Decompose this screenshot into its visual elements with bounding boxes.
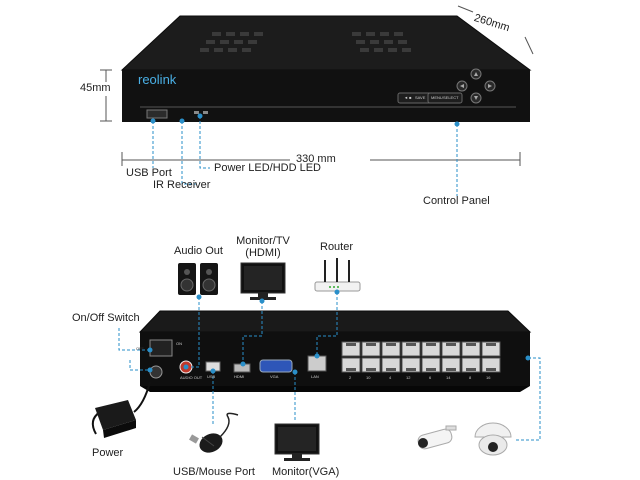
router-icon <box>314 258 361 292</box>
poe-number: 4 <box>389 375 392 380</box>
port-label-audio: AUDIO OUT <box>180 375 203 380</box>
callout-audio-out: Audio Out <box>174 245 223 257</box>
callout-ir-receiver: IR Receiver <box>153 179 211 191</box>
rear-power-switch <box>149 339 173 357</box>
power-adapter-icon <box>91 381 151 438</box>
panel-button-play-label: ◄ ■ <box>404 95 412 100</box>
panel-button-save-label: SAVE <box>415 95 426 100</box>
dimension-width: 330 mm <box>296 153 336 165</box>
callout-monitor-hdmi-line2: (HDMI) <box>245 247 281 259</box>
top-vents <box>200 32 411 52</box>
rear-leader-lines <box>118 292 541 441</box>
dome-camera-icon <box>474 422 512 456</box>
rear-vga-port <box>259 359 293 373</box>
brand-logo: reolink <box>138 72 177 87</box>
callout-router: Router <box>320 241 354 253</box>
callout-on-off-switch: On/Off Switch <box>72 312 140 324</box>
port-label-on: ON <box>176 341 182 346</box>
poe-number: 16 <box>486 375 491 380</box>
front-usb-port <box>146 109 168 119</box>
panel-button-menu-label: MENU <box>431 95 443 100</box>
callout-power-led: Power LED/HDD LED <box>214 162 321 174</box>
port-label-hdmi: HDMI <box>234 374 245 379</box>
front-led-1 <box>194 111 199 114</box>
usb-mouse-icon <box>189 412 239 453</box>
callout-usb-port: USB Port <box>126 167 172 179</box>
callout-usb-mouse-port: USB/Mouse Port <box>173 466 255 478</box>
poe-number: 12 <box>406 375 411 380</box>
port-label-usb: USB <box>207 374 216 379</box>
panel-button-select-label: SELECT <box>443 95 459 100</box>
poe-number: 6 <box>429 375 432 380</box>
poe-number: 14 <box>446 375 451 380</box>
port-label-lan: LAN <box>311 374 319 379</box>
poe-number: 8 <box>469 375 472 380</box>
monitor-hdmi-icon <box>240 262 286 300</box>
nvr-front-panel <box>122 70 530 122</box>
dimension-lines <box>100 5 534 166</box>
rear-power-jack <box>149 365 163 379</box>
callout-power: Power <box>92 447 124 459</box>
poe-number: 2 <box>349 375 352 380</box>
callout-monitor-vga: Monitor(VGA) <box>272 466 340 478</box>
top-leader-lines <box>152 116 458 196</box>
monitor-vga-icon <box>274 423 320 461</box>
nvr-top-surface <box>120 15 532 71</box>
front-led-2 <box>203 111 208 114</box>
poe-number: 10 <box>366 375 371 380</box>
bullet-camera-icon <box>417 425 457 450</box>
callout-monitor-hdmi-line1: Monitor/TV <box>236 235 290 247</box>
port-label-vga: VGA <box>270 374 279 379</box>
speakers-icon <box>178 263 218 295</box>
dimension-height: 45mm <box>80 82 111 94</box>
callout-control-panel: Control Panel <box>423 195 490 207</box>
front-button-menu <box>427 92 463 104</box>
port-label-off: OFF <box>136 346 144 351</box>
